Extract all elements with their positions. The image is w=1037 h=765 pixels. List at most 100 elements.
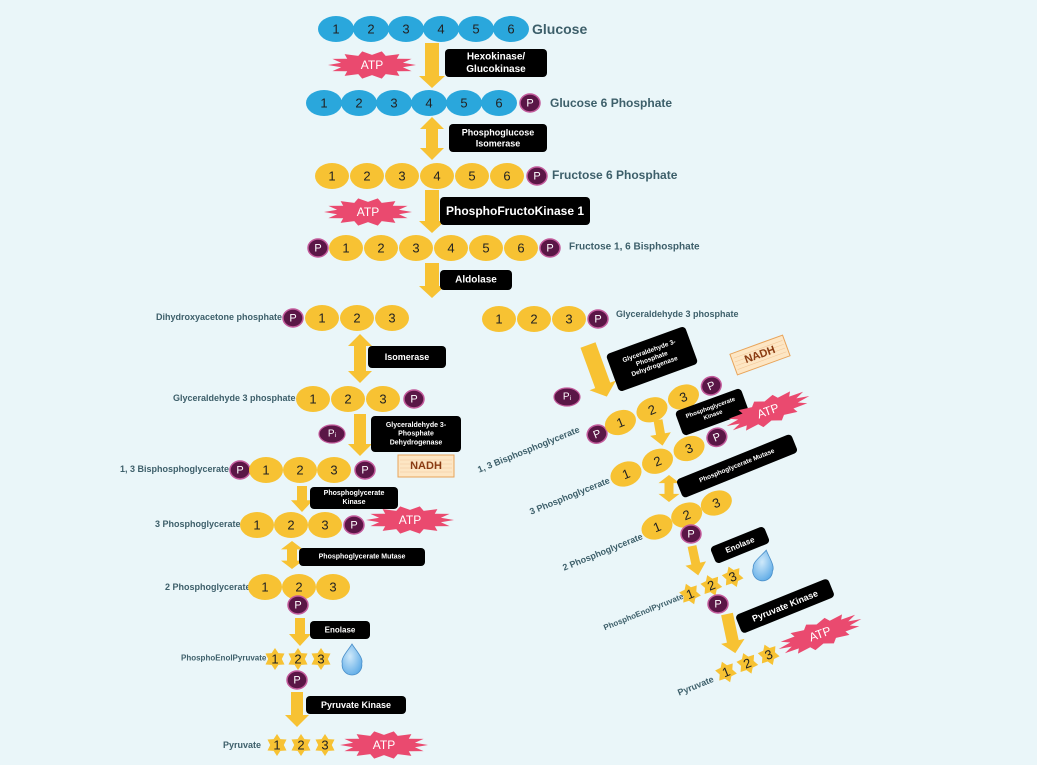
atp-produced-pk-left: ATP (340, 731, 428, 759)
carbon-bead (517, 306, 551, 332)
carbon-number: 1 (271, 652, 278, 667)
compound-label: 1, 3 Bisphosphoglycerate (476, 425, 581, 475)
phosphate-icon (587, 309, 609, 329)
enzyme-box (306, 696, 406, 714)
carbon-bead (420, 163, 454, 189)
atp-produced-pk-right: ATP (778, 614, 862, 654)
phosphate-icon (680, 524, 702, 544)
arrow-3pg-2pg-right (658, 475, 680, 502)
reversible-arrow (420, 117, 444, 160)
carbon-bead (671, 502, 703, 528)
reaction-arrow (419, 263, 445, 298)
carbon-bead (641, 514, 673, 540)
nadh-box (729, 334, 791, 376)
inorganic-phosphate-icon (553, 387, 581, 407)
enzyme-aldolase: Aldolase (440, 270, 512, 290)
carbon-number: 3 (390, 96, 397, 111)
compound-label: 2 Phosphoglycerate (561, 531, 644, 572)
enzyme-label: Pyruvate Kinase (321, 700, 391, 710)
pi-right-group: Pᵢ (553, 387, 581, 407)
nadh-box (397, 454, 455, 478)
arrow-pep-pyruvate-right (721, 612, 745, 654)
carbon-number: 2 (297, 738, 304, 753)
carbon-bead (610, 461, 642, 487)
carbon-bead (446, 90, 482, 116)
reversible-arrow (281, 541, 303, 569)
enzyme-box (440, 197, 590, 225)
phosphate-icon (707, 594, 729, 614)
water-drop-icon (341, 643, 363, 676)
arrow-2pg-pep-right (685, 545, 707, 576)
compound-label-pg3: 3 Phosphoglycerate (155, 519, 241, 529)
enzyme-box (310, 621, 370, 639)
arrow-bpg-3pg-right (650, 419, 671, 446)
atp-burst (324, 198, 412, 226)
carbon-number: 1 (318, 311, 325, 326)
arrow-dhap-g3p (348, 334, 372, 383)
compound-label-g3p_right: Glyceraldehyde 3 phosphate (616, 309, 739, 319)
carbon-number: 5 (482, 241, 489, 256)
carbon-number: 6 (495, 96, 502, 111)
carbon-number: 3 (321, 518, 328, 533)
carbon-number: 5 (468, 169, 475, 184)
phosphate-label: P (293, 675, 300, 687)
atp-consumed-pfk: ATP (324, 198, 412, 226)
arrow-g3p-bpg-left (348, 414, 372, 456)
2pg-right-phosphate: P (680, 524, 702, 544)
carbon-bead (376, 90, 412, 116)
enzyme-label: Phosphoglycerate Mutase (698, 448, 776, 485)
enzyme-label: Aldolase (455, 275, 497, 286)
enzyme-box (310, 487, 398, 509)
atp-label: ATP (399, 513, 421, 527)
enzyme-box (299, 548, 425, 566)
phosphate-icon (354, 460, 376, 480)
enzyme-phosphofructokinase: PhosphoFructoKinase 1 (440, 197, 590, 225)
reaction-arrow (419, 43, 445, 88)
carbon-number: 1 (309, 392, 316, 407)
enzyme-box (676, 434, 798, 498)
carbon-bead (375, 305, 409, 331)
enzyme-box (710, 526, 770, 564)
arrow-pep-pyruvate-left (285, 692, 309, 727)
enzyme-isomerase: Isomerase (368, 346, 446, 368)
water-drop (341, 643, 363, 676)
nadh-badge: NADH (397, 454, 455, 478)
compound-label: Glyceraldehyde 3 phosphate (616, 309, 739, 319)
nadh-hatch (734, 343, 784, 363)
carbon-number: 4 (447, 241, 454, 256)
carbon-bead (604, 409, 636, 436)
enzyme-label: Phosphoglycerate Mutase (319, 554, 406, 561)
phosphate-label: P (711, 431, 722, 445)
enzyme-box (675, 388, 749, 436)
enzyme-label: Kinase (343, 499, 366, 506)
enzyme-label: Phosphoglycerate (324, 490, 385, 497)
enzyme-box (440, 270, 512, 290)
compound-label-glucose: Glucose (532, 21, 587, 37)
compound-label: 3 Phosphoglycerate (528, 475, 611, 516)
carbon-star (736, 653, 759, 674)
carbon-bead (341, 90, 377, 116)
phosphate-icon (287, 595, 309, 615)
carbon-number: 1 (273, 738, 280, 753)
phosphate-label: P (294, 600, 301, 612)
phosphate-label: P (289, 313, 296, 325)
carbon-bead (316, 574, 350, 600)
compound-label: Glyceraldehyde 3 phosphate (173, 393, 296, 403)
reaction-arrow (650, 419, 671, 446)
enzyme-enolase-right: Enolase (710, 526, 770, 564)
carbon-number: 3 (388, 311, 395, 326)
reaction-arrow (285, 692, 309, 727)
carbon-number: 4 (437, 22, 444, 37)
compound-label-pg2: 2 Phosphoglycerate (165, 582, 251, 592)
